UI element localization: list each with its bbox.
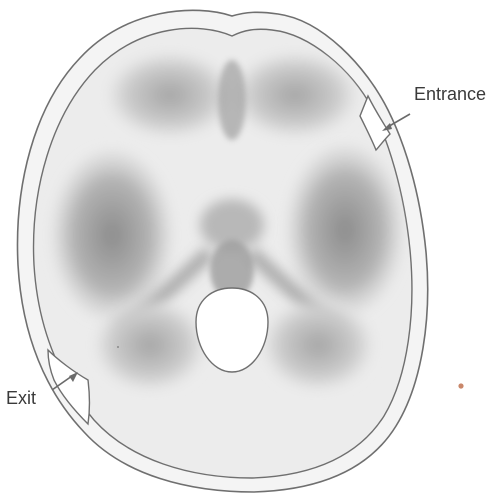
entrance-label: Entrance (414, 84, 486, 105)
exit-label: Exit (6, 388, 36, 409)
speck-mark (458, 383, 463, 388)
